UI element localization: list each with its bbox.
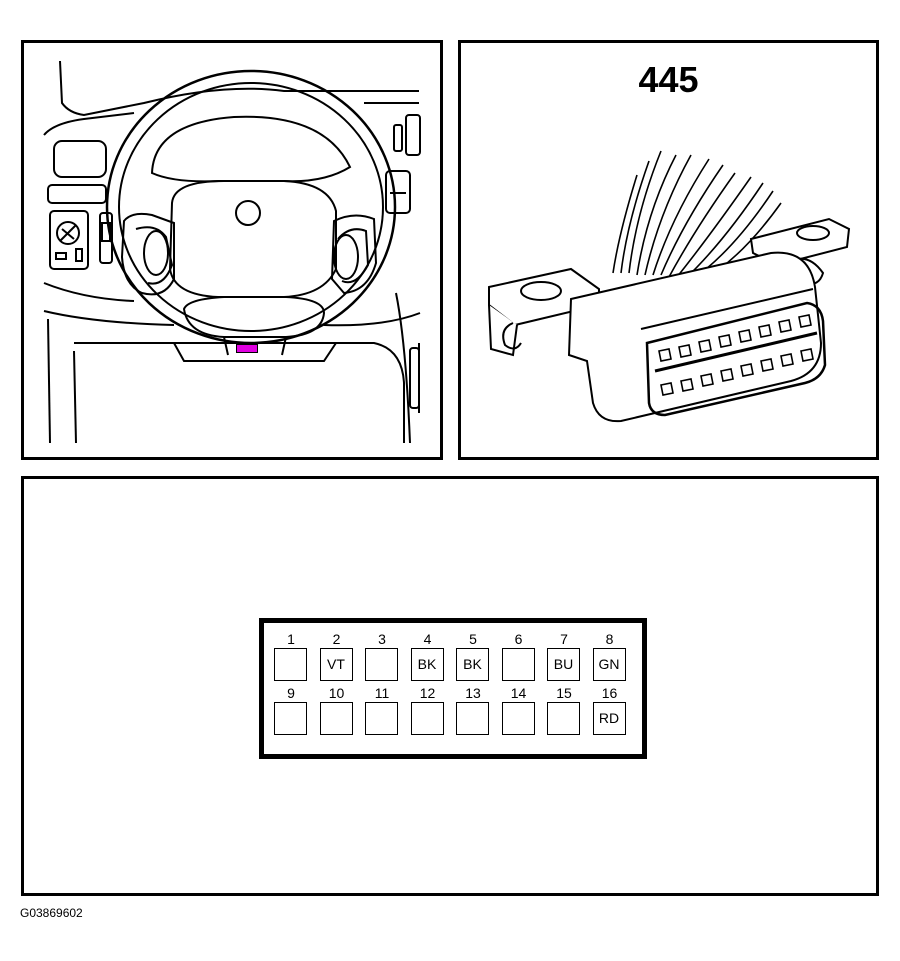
pin-wire-color — [547, 702, 580, 735]
right-vent — [405, 114, 421, 156]
pin-15: 15 — [541, 685, 587, 745]
left-vent — [53, 140, 107, 178]
pin-wire-color — [365, 648, 398, 681]
pin-wire-color — [319, 702, 353, 735]
pin-number: 6 — [514, 631, 523, 647]
pin-number: 9 — [287, 685, 295, 701]
steering-wheel-hub — [168, 180, 337, 298]
diagnostic-connector-location-marker — [236, 344, 258, 353]
pin-wire-color: BK — [456, 648, 489, 681]
pin-number: 4 — [423, 631, 432, 647]
pin-number: 2 — [332, 631, 341, 647]
pin-12: 12 — [405, 685, 451, 745]
pin-number: 5 — [469, 631, 477, 647]
pin-wire-color: VT — [319, 648, 353, 681]
pin-9: 9 — [268, 685, 314, 745]
pin-number: 15 — [556, 685, 572, 701]
light-switch-housing — [49, 210, 89, 270]
pin-wire-color — [365, 702, 398, 735]
pin-number: 11 — [374, 685, 390, 701]
wire-bundle — [612, 150, 782, 282]
connector-label: 445 — [638, 59, 699, 100]
pin-wire-color: RD — [592, 702, 626, 735]
steering-wheel-rim — [105, 69, 397, 345]
connector-body — [567, 251, 823, 423]
pin-number: 16 — [601, 685, 618, 701]
pin-wire-color — [274, 648, 307, 681]
pin-6: 6 — [496, 631, 542, 691]
pin-number: 8 — [605, 631, 614, 647]
connector-drawing — [488, 150, 851, 423]
figure-id: G03869602 — [20, 906, 83, 920]
pin-number: 3 — [378, 631, 386, 647]
pin-wire-color: GN — [592, 648, 626, 681]
pin-3: 3 — [359, 631, 405, 691]
pin-number: 1 — [287, 631, 295, 647]
dashboard-drawing — [43, 60, 421, 444]
pin-cavities-top — [658, 314, 812, 362]
pin-number: 13 — [465, 685, 481, 701]
pin-wire-color — [456, 702, 489, 735]
pin-number: 10 — [328, 685, 345, 701]
pin-wire-color — [501, 702, 535, 735]
horn-emblem — [235, 200, 261, 226]
pin-number: 14 — [510, 685, 527, 701]
pin-1: 1 — [268, 631, 314, 691]
pin-number: 7 — [560, 631, 568, 647]
pin-cavities-bottom — [660, 348, 814, 396]
pin-wire-color: BK — [410, 648, 444, 681]
pin-wire-color: BU — [547, 648, 580, 681]
pin-11: 11 — [359, 685, 405, 745]
connector-view-panel: 445 — [458, 40, 879, 460]
light-switch-knob — [56, 221, 80, 245]
pin-14: 14 — [496, 685, 542, 745]
left-switch-panel — [47, 184, 107, 204]
pin-13: 13 — [450, 685, 496, 745]
pin-10: 10 — [314, 685, 360, 745]
pin-wire-color — [501, 648, 535, 681]
pin-number: 12 — [419, 685, 436, 701]
dashboard-location-panel — [21, 40, 443, 460]
pin-wire-color — [410, 702, 444, 735]
pin-wire-color — [274, 702, 307, 735]
